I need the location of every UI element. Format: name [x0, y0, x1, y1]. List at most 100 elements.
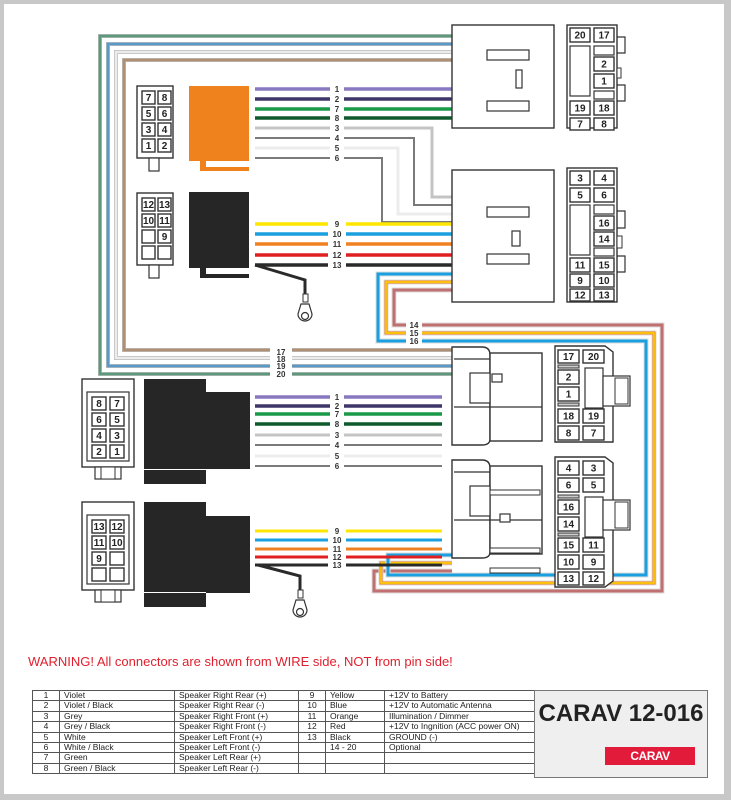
latch	[617, 84, 626, 102]
pin-label: 15	[563, 541, 575, 552]
warning-text: WARNING! All connectors are shown from W…	[28, 654, 453, 669]
pin-cell	[557, 571, 580, 586]
pin-label: 11	[94, 538, 105, 549]
wire-label-9: 9	[335, 527, 340, 536]
label-bg	[330, 462, 344, 470]
pin-cell	[593, 117, 615, 131]
wire-label-3: 3	[335, 124, 340, 133]
label-bg	[328, 561, 346, 569]
pin-cell	[157, 138, 172, 153]
wire-number: 9	[298, 689, 326, 702]
pin-cell	[569, 273, 591, 288]
pin-label: 19	[588, 412, 600, 423]
label-bg	[330, 441, 344, 449]
wire-function: Speaker Right Rear (+)	[174, 689, 299, 702]
plug-slot	[486, 206, 530, 218]
pin-label: 13	[159, 200, 171, 211]
label-bg	[328, 220, 346, 228]
ground-hole	[300, 311, 310, 321]
pin-label: 16	[563, 503, 575, 514]
pin-label: 7	[146, 93, 152, 104]
wire-function: Speaker Right Front (+)	[174, 710, 299, 723]
pin-label: 12	[588, 574, 600, 585]
pin-cell	[569, 100, 591, 116]
pin-cell	[557, 425, 580, 441]
car-speaker-block-front	[206, 392, 250, 469]
pin-label: 18	[563, 412, 575, 423]
pin-label: 7	[591, 429, 597, 440]
pin-label: 7	[114, 399, 120, 410]
pin-label: 2	[162, 141, 168, 152]
wire-label-13: 13	[333, 261, 342, 270]
pin-cell	[593, 187, 615, 203]
pin-cell	[593, 170, 615, 186]
plug-key	[511, 230, 521, 247]
wire-function: Speaker Left Front (+)	[174, 731, 299, 744]
label-bg	[330, 114, 344, 122]
wire-label-4: 4	[335, 134, 340, 143]
pin-label: 12	[574, 291, 586, 302]
wire-color: Blue	[325, 700, 385, 712]
pin-label: 2	[601, 60, 607, 71]
pin-label: 16	[598, 219, 610, 230]
pin-cell	[141, 90, 156, 105]
wire-number: 12	[298, 721, 326, 733]
pin-label: 9	[591, 558, 597, 569]
pin-label: 2	[96, 447, 102, 458]
pin-label: 19	[574, 104, 586, 115]
car-power-block	[144, 502, 206, 592]
pin-cell	[109, 519, 125, 534]
pin-label: 12	[111, 522, 123, 533]
wire-label-10: 10	[333, 536, 342, 545]
pin-cell	[157, 213, 172, 228]
pin-label: 14	[563, 520, 575, 531]
connector-latch	[148, 157, 160, 172]
label-bg	[330, 393, 344, 401]
pin-label: 12	[143, 200, 155, 211]
wire-label-5: 5	[335, 452, 340, 461]
pin-cell	[141, 138, 156, 153]
pin-label: 13	[93, 522, 105, 533]
car-radio-plug-b-body	[489, 465, 543, 555]
pin-cell	[593, 257, 615, 273]
pin-label: 18	[598, 104, 610, 115]
pin-cell	[91, 567, 107, 582]
pin-label: 6	[601, 191, 607, 202]
brand-box: CARAV 12-016 CARAV	[534, 690, 708, 778]
wire-color	[325, 762, 385, 775]
wire-number: 13	[298, 731, 326, 744]
pin-label: 10	[111, 538, 123, 549]
pin-cell	[569, 288, 591, 302]
wire-label-6: 6	[335, 154, 340, 163]
pin-label: 5	[577, 191, 583, 202]
housing-detail	[469, 372, 491, 404]
wire-label-9: 9	[335, 220, 340, 229]
wire-number: 6	[32, 742, 60, 754]
wire-color: White / Black	[59, 742, 175, 754]
pin-cell	[557, 408, 580, 424]
label-bg	[330, 154, 344, 162]
label-bg	[406, 337, 422, 345]
wire-number: 4	[32, 721, 60, 733]
wire-function: +12V to Automatic Antenna	[384, 700, 542, 712]
iso-speaker-block	[189, 86, 249, 161]
pin-label: 1	[146, 141, 152, 152]
pin-cell	[557, 386, 580, 402]
pin-cell	[582, 425, 605, 441]
pin-label: 8	[96, 399, 102, 410]
housing-rib	[489, 547, 541, 554]
wire-label-17: 17	[277, 348, 286, 357]
model-title: CARAV 12-016	[538, 700, 704, 727]
wire-function: Speaker Left Rear (-)	[174, 762, 299, 775]
pin-label: 5	[591, 481, 597, 492]
wire-function: Speaker Right Rear (-)	[174, 700, 299, 712]
pin-cell	[557, 369, 580, 385]
wire-label-15: 15	[410, 329, 419, 338]
pin-label: 13	[563, 574, 575, 585]
label-bg	[328, 553, 346, 561]
latch	[616, 67, 622, 79]
pin-cell	[141, 229, 156, 244]
pin-cell	[157, 90, 172, 105]
